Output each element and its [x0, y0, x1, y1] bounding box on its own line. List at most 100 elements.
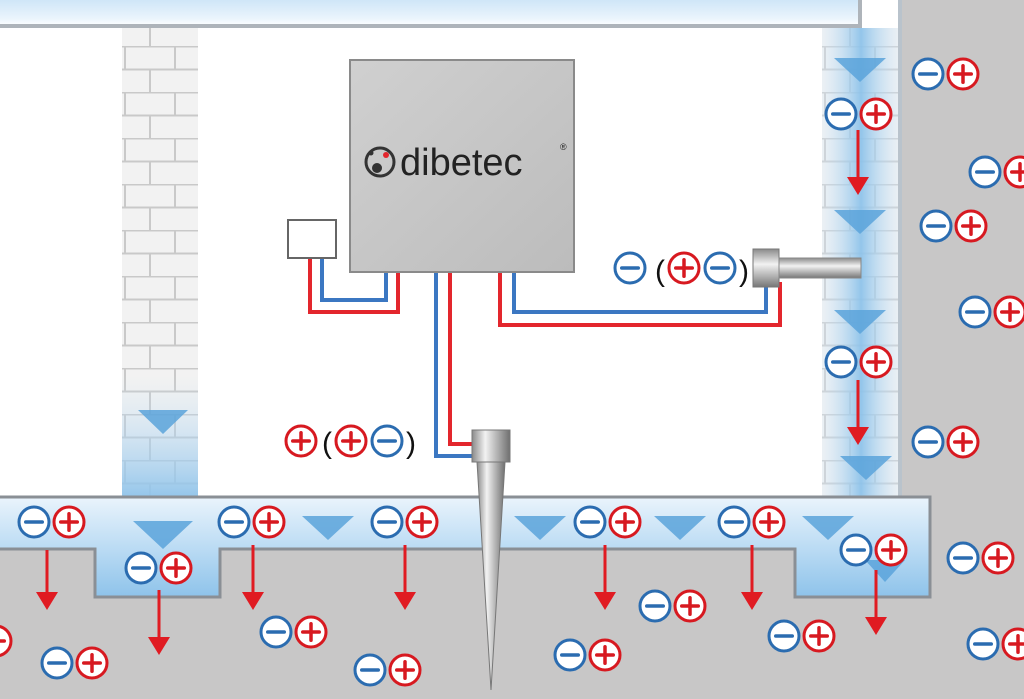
- sensor-wire-red: [308, 236, 400, 314]
- minus-circle-icon: [968, 155, 1002, 189]
- ground-probe-polarity: [370, 424, 404, 458]
- flow-arrows: [36, 130, 887, 655]
- wall-wire-red: [498, 270, 782, 327]
- minus-circle-icon: [573, 505, 607, 539]
- minus-circle-icon: [353, 653, 387, 687]
- minus-circle-icon: [638, 589, 672, 623]
- plus-circle-icon: [946, 57, 980, 91]
- charge-pair: [353, 653, 422, 687]
- wall-probe-polarity: [667, 251, 701, 285]
- triangle-down-icon: [802, 516, 854, 540]
- arrow-down-icon: [594, 545, 616, 610]
- charge-pair: [839, 533, 908, 567]
- arrow-down-icon: [847, 380, 869, 445]
- water-drops: [133, 58, 905, 582]
- triangle-down-icon: [834, 58, 886, 82]
- brand-name: dibetec: [400, 142, 523, 184]
- wall-probe-label: ( ): [655, 255, 749, 288]
- plus-circle-icon: [954, 209, 988, 243]
- triangle-down-icon: [840, 456, 892, 480]
- ground-probe-label: ( ): [322, 427, 416, 460]
- minus-circle-icon: [40, 646, 74, 680]
- minus-circle-icon: [911, 57, 945, 91]
- ground-probe-polarity: [284, 424, 318, 458]
- charge-pair: [824, 345, 893, 379]
- arrow-down-icon: [148, 590, 170, 655]
- wall-electrode: [752, 248, 862, 288]
- plus-circle-icon: [294, 615, 328, 649]
- charge-pair: [40, 646, 109, 680]
- ground-wire-red: [448, 270, 474, 446]
- plus-circle-icon: [588, 638, 622, 672]
- wall-probe-polarity: [613, 251, 647, 285]
- plus-circle-icon: [334, 424, 368, 458]
- charge-pair: [124, 551, 193, 585]
- sensor-wire-blue: [320, 236, 388, 302]
- arrow-down-icon: [242, 545, 264, 610]
- ground-wire-blue: [434, 270, 474, 458]
- plus-circle-icon: [993, 295, 1024, 329]
- ground-electrode: [471, 429, 511, 691]
- minus-circle-icon: [966, 627, 1000, 661]
- arrow-down-icon: [394, 545, 416, 610]
- arrow-down-icon: [865, 570, 887, 635]
- triangle-down-icon: [133, 521, 193, 549]
- charge-pair: [968, 155, 1024, 189]
- plus-circle-icon: [75, 646, 109, 680]
- arrow-down-icon: [36, 550, 58, 610]
- plus-circle-icon: [859, 97, 893, 131]
- minus-circle-icon: [717, 505, 751, 539]
- charge-pair: [370, 505, 439, 539]
- minus-circle-icon: [217, 505, 251, 539]
- minus-circle-icon: [259, 615, 293, 649]
- plus-circle-icon: [874, 533, 908, 567]
- minus-circle-icon: [767, 619, 801, 653]
- ground-probe-polarity: [334, 424, 368, 458]
- arrow-down-icon: [741, 545, 763, 610]
- control-box: dibetec ®: [349, 59, 575, 273]
- plus-circle-icon: [802, 619, 836, 653]
- wires: [308, 236, 782, 458]
- plus-circle-icon: [1003, 155, 1024, 189]
- minus-circle-icon: [613, 251, 647, 285]
- minus-circle-icon: [124, 551, 158, 585]
- plus-circle-icon: [859, 345, 893, 379]
- charge-pair: [911, 425, 980, 459]
- wall-probe-polarity: [703, 251, 737, 285]
- plus-circle-icon: [667, 251, 701, 285]
- minus-circle-icon: [553, 638, 587, 672]
- charge-pair: [0, 624, 13, 658]
- plus-circle-icon: [388, 653, 422, 687]
- wall-probe-open-paren: (: [655, 255, 665, 288]
- minus-circle-icon: [824, 345, 858, 379]
- plus-circle-icon: [0, 624, 13, 658]
- dibetec-logo-icon: [364, 146, 396, 178]
- triangle-down-icon: [138, 410, 188, 434]
- charge-pair: [217, 505, 286, 539]
- ground-probe-open-paren: (: [322, 427, 332, 460]
- plus-circle-icon: [608, 505, 642, 539]
- minus-circle-icon: [919, 209, 953, 243]
- charge-pair: [966, 627, 1024, 661]
- plus-circle-icon: [405, 505, 439, 539]
- charge-pair: [946, 541, 1015, 575]
- triangle-down-icon: [834, 210, 886, 234]
- plus-circle-icon: [52, 505, 86, 539]
- triangle-down-icon: [834, 310, 886, 334]
- plus-circle-icon: [981, 541, 1015, 575]
- ground-probe-close-paren: ): [406, 427, 416, 460]
- ceiling-slab: [0, 0, 862, 28]
- humidity-sensor: [287, 219, 337, 259]
- plus-circle-icon: [1001, 627, 1024, 661]
- triangle-down-icon: [654, 516, 706, 540]
- registered-mark: ®: [560, 142, 567, 152]
- charge-pair: [911, 57, 980, 91]
- plus-circle-icon: [252, 505, 286, 539]
- minus-circle-icon: [370, 505, 404, 539]
- minus-circle-icon: [911, 425, 945, 459]
- minus-circle-icon: [370, 424, 404, 458]
- charge-pair: [767, 619, 836, 653]
- wall-probe-close-paren: ): [739, 255, 749, 288]
- minus-circle-icon: [958, 295, 992, 329]
